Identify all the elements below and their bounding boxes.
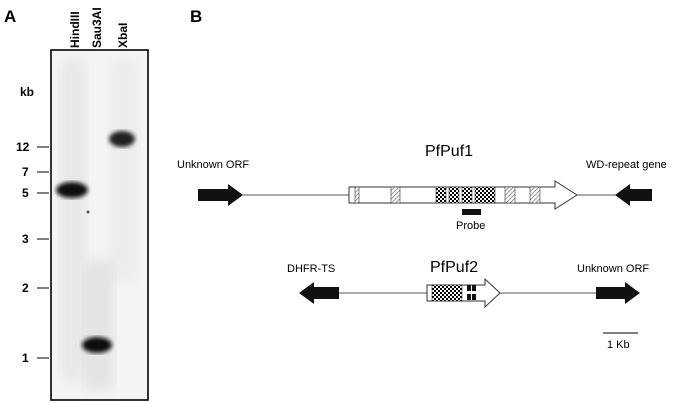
pfpuf2-right-flank-label: Unknown ORF [577, 263, 649, 275]
marker-label-2: 2 [22, 281, 29, 295]
pfpuf1-gene-icon [348, 180, 578, 210]
unknown-orf-arrow-icon [596, 282, 640, 304]
lane-label-hindiii: HindIII [68, 11, 82, 48]
panel-b: B PfPuf1 Unknown ORF WD-repeat gene Pr [177, 7, 667, 351]
kb-axis-title: kb [20, 85, 34, 99]
band-sau3ai-1kb [82, 337, 112, 353]
band-xbai-12kb [109, 131, 135, 147]
pfpuf2-gene-icon [426, 277, 501, 309]
pfpuf2-left-flank-label: DHFR-TS [287, 263, 335, 275]
pfpuf2-locus: PfPuf2 DHFR-TS Unknown ORF [287, 259, 649, 309]
left-orf-arrow-icon [198, 184, 243, 206]
band-hindiii-5kb [56, 182, 88, 198]
lane-label-sau3ai: Sau3AI [90, 7, 104, 48]
probe-label: Probe [456, 220, 485, 232]
dhfr-ts-arrow-icon [299, 282, 339, 304]
panel-a: A HindIII Sau3AI XbaI kb 12 7 5 3 2 [4, 7, 149, 401]
marker-label-12: 12 [16, 140, 30, 154]
panel-a-letter: A [4, 7, 16, 26]
panel-b-letter: B [190, 7, 202, 26]
right-orf-arrow-icon [615, 184, 652, 206]
pfpuf1-locus: PfPuf1 Unknown ORF WD-repeat gene Probe [177, 143, 667, 232]
marker-label-3: 3 [22, 232, 29, 246]
marker-label-7: 7 [22, 165, 29, 179]
probe-bar [462, 209, 481, 215]
pfpuf1-right-flank-label: WD-repeat gene [586, 159, 667, 171]
pfpuf1-title: PfPuf1 [425, 143, 473, 160]
scale-bar: 1 Kb [603, 332, 638, 351]
lane-label-xbai: XbaI [116, 23, 130, 48]
pfpuf2-title: PfPuf2 [430, 259, 478, 276]
size-markers: 12 7 5 3 2 1 [16, 140, 49, 365]
blot-image [50, 49, 149, 401]
marker-label-5: 5 [22, 186, 29, 200]
scale-bar-label: 1 Kb [607, 339, 630, 351]
pfpuf1-left-flank-label: Unknown ORF [177, 159, 249, 171]
marker-label-1: 1 [22, 351, 29, 365]
